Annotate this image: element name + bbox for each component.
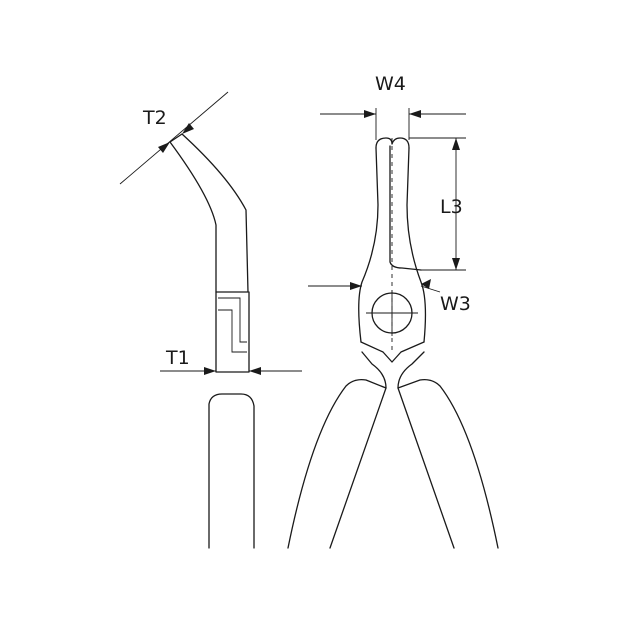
l3-arrow-top [452, 138, 460, 150]
side-view-tip-outline [169, 133, 249, 293]
jaw-tips [375, 137, 410, 149]
t1-arrow-left [204, 367, 216, 375]
jaw-outer-right [406, 147, 427, 343]
side-view-body [215, 291, 250, 373]
joint-neck [361, 351, 425, 389]
l3-arrow-bottom [452, 258, 460, 270]
jaw-outer-left [358, 147, 379, 343]
t2-label: T2 [142, 107, 167, 129]
w4-label: W4 [375, 73, 406, 95]
t2-arrow-upper [182, 123, 194, 134]
w3-arrow-left [350, 282, 362, 290]
l3-label: L3 [440, 196, 463, 218]
t2-arrow-lower [158, 142, 170, 153]
w3-dimension-line-right [420, 285, 441, 293]
t2-dimension-line [119, 91, 229, 185]
side-view-handle [208, 393, 255, 549]
w4-arrow-left [364, 110, 376, 118]
jaw-inner-line [389, 145, 422, 271]
w3-label: W3 [440, 293, 471, 315]
joint-lower [360, 341, 425, 363]
handle-left [287, 378, 387, 549]
t1-arrow-right [249, 367, 261, 375]
side-view-joint-detail [218, 297, 247, 353]
front-view: W4 L3 W3 [287, 73, 499, 549]
side-view: T2 T1 [119, 91, 302, 549]
handle-right [397, 378, 499, 549]
w3-arrow-right [421, 279, 431, 289]
t1-label: T1 [165, 347, 190, 369]
w4-arrow-right [409, 110, 421, 118]
